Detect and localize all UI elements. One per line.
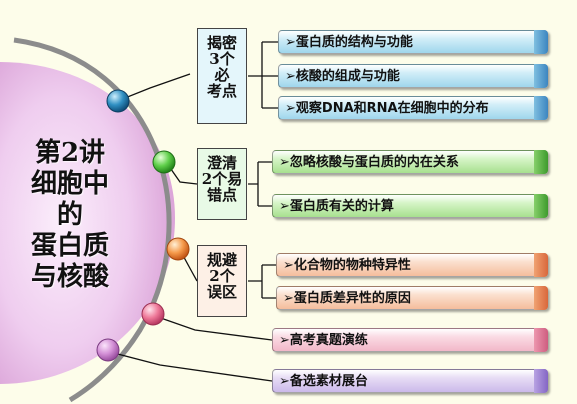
bullet-circle-5: [96, 338, 120, 362]
lesson-title: 第2讲 细胞中 的 蛋白质 与核酸: [20, 138, 120, 293]
bar-label: 化合物的物种特异性: [293, 258, 411, 273]
node-line: 揭密: [206, 34, 237, 52]
arrow-bullet-icon: ➢: [279, 155, 290, 170]
title-line-5: 与核酸: [30, 262, 109, 292]
title-line-1: 第2讲: [34, 138, 106, 168]
bullet-circle-3: [166, 237, 190, 261]
bar-dna-rna[interactable]: ➢观察DNA和RNA在细胞中的分布: [278, 96, 548, 120]
arrow-bullet-icon: ➢: [283, 258, 294, 273]
node-line: 必: [214, 66, 230, 84]
bar-diversity-reasons[interactable]: ➢蛋白质差异性的原因: [276, 286, 548, 310]
bar-exam-questions[interactable]: ➢高考真题演练: [272, 328, 548, 352]
arrow-bullet-icon: ➢: [279, 374, 290, 389]
bar-label: 核酸的组成与功能: [295, 69, 400, 84]
arrow-bullet-icon: ➢: [283, 291, 294, 306]
node-line: 2个易: [201, 170, 243, 188]
title-blob: [0, 62, 175, 384]
bar-endcap: [534, 194, 548, 218]
title-line-4: 蛋白质: [30, 231, 109, 261]
bar-label: 忽略核酸与蛋白质的内在关系: [289, 155, 459, 170]
bar-endcap: [534, 253, 548, 277]
bar-nucleic-acid[interactable]: ➢核酸的组成与功能: [278, 64, 548, 88]
bar-extra-materials[interactable]: ➢备选素材展台: [272, 369, 548, 393]
bar-label: 观察DNA和RNA在细胞中的分布: [295, 101, 489, 116]
node-line: 误区: [206, 283, 237, 301]
arrow-bullet-icon: ➢: [285, 35, 296, 50]
bar-endcap: [534, 64, 548, 88]
node-line: 澄清: [206, 154, 237, 172]
bar-label: 备选素材展台: [289, 374, 368, 389]
arrow-bullet-icon: ➢: [285, 69, 296, 84]
node-pitfalls: 规避 2个 误区: [197, 245, 247, 317]
bar-endcap: [534, 369, 548, 393]
arrow-bullet-icon: ➢: [285, 101, 296, 116]
node-line: 考点: [206, 82, 237, 100]
bar-relationship[interactable]: ➢忽略核酸与蛋白质的内在关系: [272, 150, 548, 174]
bar-calculation[interactable]: ➢蛋白质有关的计算: [272, 194, 548, 218]
main-arc: [13, 37, 172, 403]
node-line: 错点: [206, 186, 237, 204]
arrow-bullet-icon: ➢: [279, 199, 290, 214]
bar-endcap: [534, 30, 548, 54]
arrow-bullet-icon: ➢: [279, 333, 290, 348]
bar-endcap: [534, 328, 548, 352]
node-line: 2个: [209, 267, 235, 285]
title-line-2: 细胞中: [30, 169, 109, 199]
bullet-circle-4: [141, 302, 165, 326]
bullet-circle-2: [152, 150, 176, 174]
bar-endcap: [534, 96, 548, 120]
bar-endcap: [534, 286, 548, 310]
bar-species-specificity[interactable]: ➢化合物的物种特异性: [276, 253, 548, 277]
title-line-3: 的: [56, 200, 83, 230]
bar-protein-structure[interactable]: ➢蛋白质的结构与功能: [278, 30, 548, 54]
node-line: 规避: [206, 251, 237, 269]
bar-label: 蛋白质的结构与功能: [295, 35, 413, 50]
bullet-circle-1: [106, 89, 130, 113]
bar-label: 蛋白质有关的计算: [289, 199, 394, 214]
node-key-points: 揭密 3个 必 考点: [197, 28, 247, 124]
bar-label: 高考真题演练: [289, 333, 368, 348]
node-misconceptions: 澄清 2个易 错点: [197, 148, 247, 220]
node-line: 3个: [209, 50, 235, 68]
bar-endcap: [534, 150, 548, 174]
bar-label: 蛋白质差异性的原因: [293, 291, 411, 306]
